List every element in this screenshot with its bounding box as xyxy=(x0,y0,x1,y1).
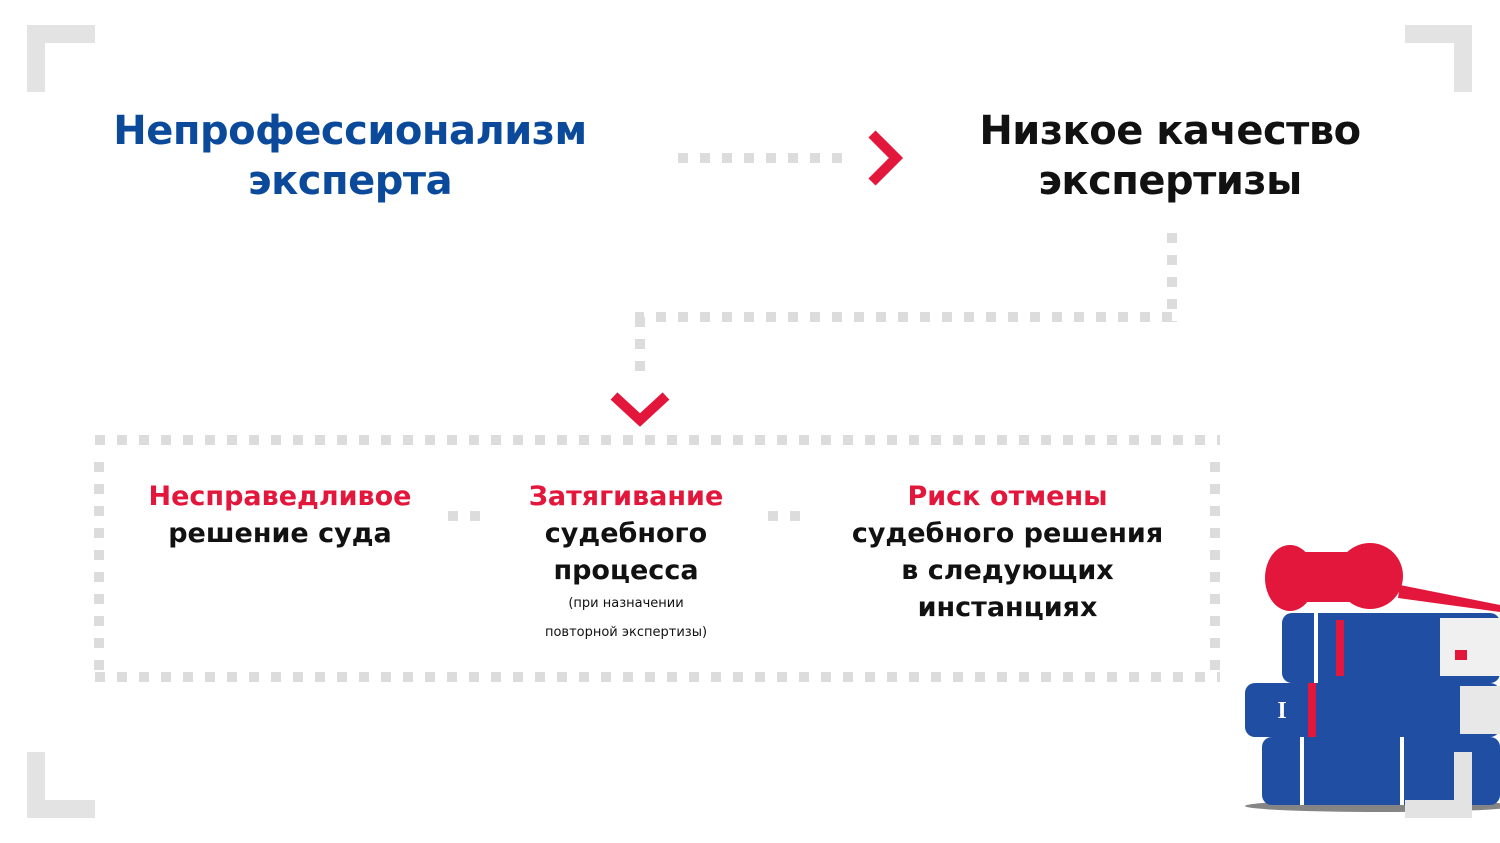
effect-line2: экспертизы xyxy=(1038,158,1302,204)
effect-line1: Низкое качество xyxy=(979,108,1361,154)
dotted-connectors xyxy=(94,153,1220,682)
consequence-text: судебного xyxy=(544,518,708,549)
chevron-down-icon xyxy=(610,392,670,427)
consequence-text: в следующих xyxy=(901,555,1114,586)
consequence-text: процесса xyxy=(553,555,699,586)
consequence-delay: Затягивание судебного процесса (при назн… xyxy=(476,478,776,647)
chevron-right-icon xyxy=(868,130,904,186)
cause-title: Непрофессионализм эксперта xyxy=(60,106,640,206)
consequence-note: (при назначении xyxy=(568,596,684,611)
svg-text:I: I xyxy=(1277,698,1286,724)
consequence-text: судебного решения xyxy=(851,518,1164,549)
consequence-heading: Риск отмены xyxy=(907,481,1108,512)
corner-top-left xyxy=(27,25,95,92)
consequence-heading: Затягивание xyxy=(528,481,724,512)
corner-bottom-left xyxy=(27,752,95,818)
effect-title: Низкое качество экспертизы xyxy=(910,106,1430,206)
consequence-note: повторной экспертизы) xyxy=(544,625,708,640)
consequence-text: решение суда xyxy=(168,518,392,549)
corner-top-right xyxy=(1405,25,1472,92)
cause-line1: Непрофессионализм xyxy=(113,108,587,154)
consequence-reversal-risk: Риск отмены судебного решения в следующи… xyxy=(820,478,1195,626)
consequence-unfair-decision: Несправедливое решение суда xyxy=(110,478,450,552)
cause-line2: эксперта xyxy=(247,158,453,204)
consequence-heading: Несправедливое xyxy=(148,481,412,512)
consequence-text: инстанциях xyxy=(917,592,1098,623)
